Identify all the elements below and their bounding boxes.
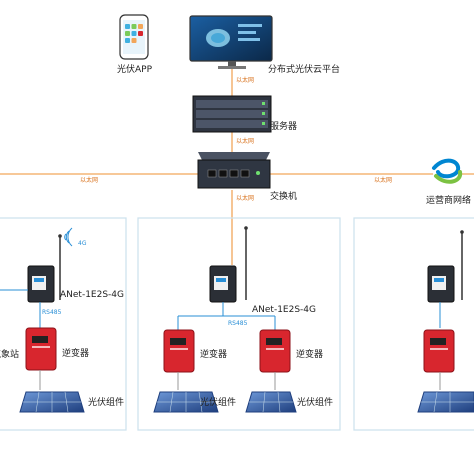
- inverter-center-2-label: 逆变器: [296, 348, 323, 360]
- weather-label: 气象站: [0, 348, 19, 360]
- site-boxes: [0, 217, 474, 431]
- gateway-center-label: ANet-1E2S-4G: [252, 305, 316, 315]
- inverter-icon: [423, 329, 455, 373]
- pv-left-label: 光伏组件: [88, 396, 124, 408]
- inverter-icon: [259, 329, 291, 373]
- inverter-left-label: 逆变器: [62, 347, 89, 359]
- ethernet-label-left: 以太网: [80, 176, 98, 184]
- solar-panel-icon: [245, 391, 297, 413]
- switch-label: 交换机: [270, 190, 297, 202]
- pv-center-2-label: 光伏组件: [297, 396, 333, 408]
- inverter-icon: [25, 327, 57, 371]
- server-label: 服务器: [270, 120, 297, 132]
- gateway-device-icon: [427, 265, 455, 303]
- server-icon: [192, 95, 272, 133]
- ethernet-label-right: 以太网: [374, 176, 392, 184]
- inverter-center-1-label: 逆变器: [200, 348, 227, 360]
- cloud-label: 分布式光伏云平台: [268, 63, 340, 75]
- signal-4g-label: 4G: [78, 240, 87, 247]
- antenna-icon: [58, 234, 62, 300]
- china-mobile-logo-icon: [432, 158, 463, 187]
- ethernet-label-center: 以太网: [236, 194, 254, 202]
- site-center: ANet-1E2S-4G RS485 逆变器 逆变器: [153, 226, 333, 413]
- switch: 交换机: [197, 152, 297, 202]
- signal-4g-icon: [64, 227, 73, 247]
- gateway-device-icon: [209, 265, 237, 303]
- site-box-center: [137, 217, 341, 431]
- ethernet-labels: 以太网 以太网 以太网 以太网 以太网: [80, 76, 392, 202]
- switch-icon: [197, 152, 271, 189]
- carrier-network: 运营商网络: [426, 158, 471, 206]
- rs485-label-center: RS485: [228, 320, 248, 327]
- site-box-right: [353, 217, 474, 431]
- ethernet-label-top: 以太网: [236, 76, 254, 84]
- gateway-left-label: ANet-1E2S-4G: [60, 290, 124, 300]
- site-left: 4G ANet-1E2S-4G 气象站 RS485 逆变器 光伏组: [0, 227, 124, 413]
- site-box-left: [0, 217, 127, 431]
- antenna-icon: [244, 226, 248, 300]
- app-label: 光伏APP: [117, 63, 153, 75]
- solar-panel-icon: [19, 391, 85, 413]
- rs485-bus: [177, 302, 276, 330]
- gateway-device-icon: [27, 265, 55, 303]
- phone-app: 光伏APP: [117, 14, 153, 75]
- ethernet-label-server: 以太网: [236, 137, 254, 145]
- carrier-label: 运营商网络: [426, 194, 471, 206]
- solar-panel-icon: [417, 391, 474, 413]
- pv-center-1-label: 光伏组件: [200, 396, 236, 408]
- inverter-icon: [163, 329, 195, 373]
- solar-panel-icon: [153, 391, 219, 413]
- site-right: [417, 230, 474, 413]
- server: 服务器: [192, 95, 297, 133]
- rs485-label-left: RS485: [42, 309, 62, 316]
- cloud-platform: 分布式光伏云平台: [189, 15, 340, 75]
- antenna-icon: [460, 230, 464, 300]
